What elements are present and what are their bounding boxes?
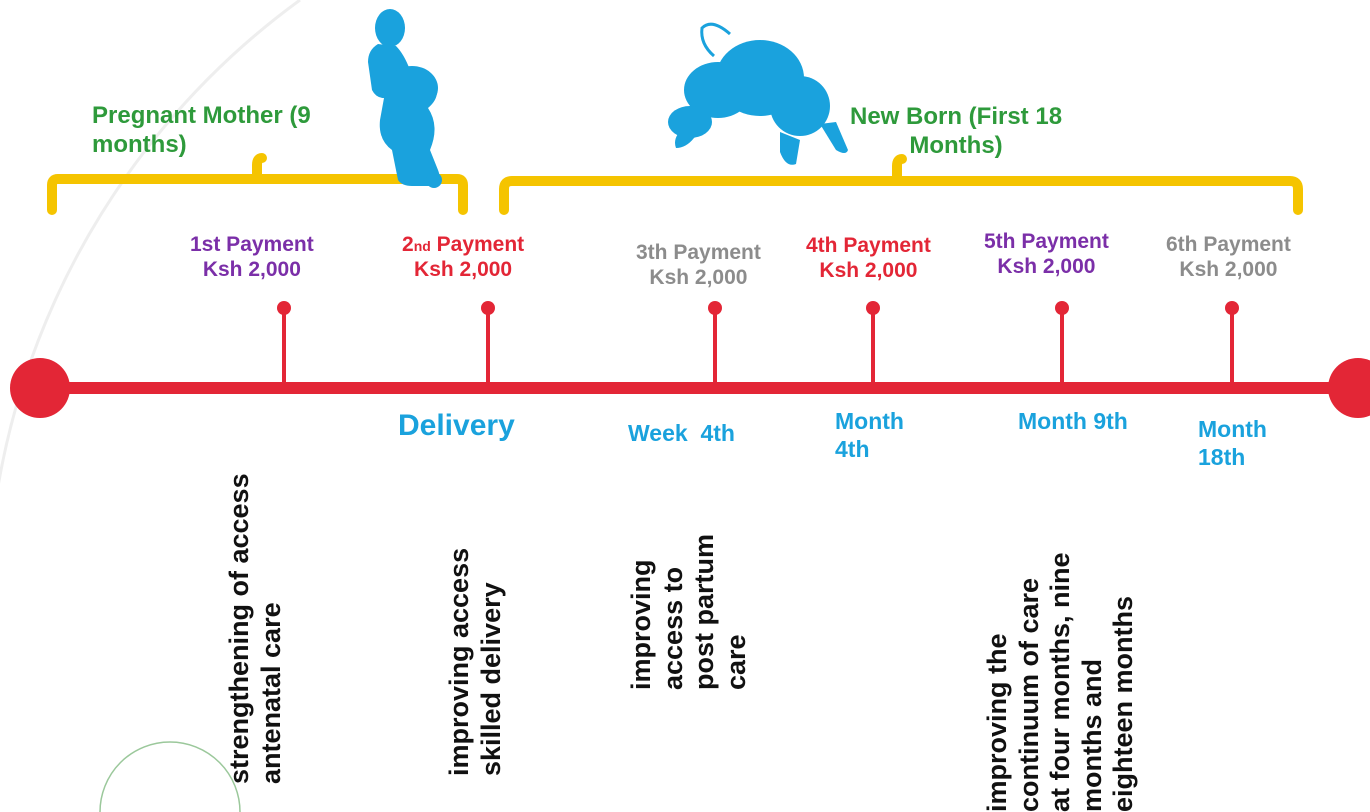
payment-4-amount: Ksh 2,000	[819, 259, 918, 283]
payment-5: 5th Payment Ksh 2,000	[984, 229, 1109, 279]
payment-markers	[277, 301, 1239, 388]
newborn-bracket	[499, 154, 1303, 215]
timeline-end-dot	[1328, 358, 1370, 418]
pregnant-mother-icon	[368, 9, 442, 188]
purpose-postpartum: improving access to post partum care	[626, 533, 751, 690]
payment-1-amount: Ksh 2,000	[202, 258, 301, 282]
payment-4-title: 4th Payment	[806, 234, 931, 257]
payment-5-title: 5th Payment	[984, 230, 1109, 253]
stage-month-9: Month 9th	[1018, 408, 1128, 434]
payment-2-title-rest: Payment	[430, 233, 525, 256]
mother-group-label: Pregnant Mother (9 months)	[92, 102, 311, 158]
crawling-baby-icon	[668, 22, 848, 165]
payment-2-amount: Ksh 2,000	[414, 258, 513, 282]
payment-5-amount: Ksh 2,000	[997, 255, 1096, 279]
stage-week-4: Week 4th	[628, 420, 735, 446]
payment-1-title: 1st Payment	[190, 233, 314, 256]
purpose-continuum: improving the continuum of care at four …	[982, 552, 1139, 812]
payment-1: 1st Payment Ksh 2,000	[190, 232, 314, 282]
stage-delivery: Delivery	[398, 409, 515, 442]
background-arc	[0, 0, 301, 485]
purpose-antenatal: strengthening of access antenatal care	[224, 473, 286, 784]
payment-2: 2nd Payment Ksh 2,000	[402, 232, 524, 282]
logo-arc	[99, 741, 241, 812]
payment-6: 6th Payment Ksh 2,000	[1166, 232, 1291, 282]
payment-6-title: 6th Payment	[1166, 233, 1291, 256]
purpose-skilled-delivery: improving access skilled delivery	[444, 547, 506, 776]
payment-3-amount: Ksh 2,000	[649, 266, 748, 290]
payment-3: 3th Payment Ksh 2,000	[636, 240, 761, 290]
timeline-start-dot	[10, 358, 70, 418]
payment-3-title: 3th Payment	[636, 241, 761, 264]
payment-2-title: 2nd Payment	[402, 232, 524, 257]
newborn-group-label: New Born (First 18 Months)	[850, 103, 1063, 159]
payment-4: 4th Payment Ksh 2,000	[806, 233, 931, 283]
payment-6-amount: Ksh 2,000	[1179, 258, 1278, 282]
stage-month-18: Month 18th	[1198, 416, 1267, 470]
mother-bracket	[47, 153, 468, 215]
payment-2-title-sup: nd	[413, 238, 431, 254]
stage-month-4: Month 4th	[835, 408, 904, 462]
payment-2-title-num: 2	[402, 233, 414, 256]
